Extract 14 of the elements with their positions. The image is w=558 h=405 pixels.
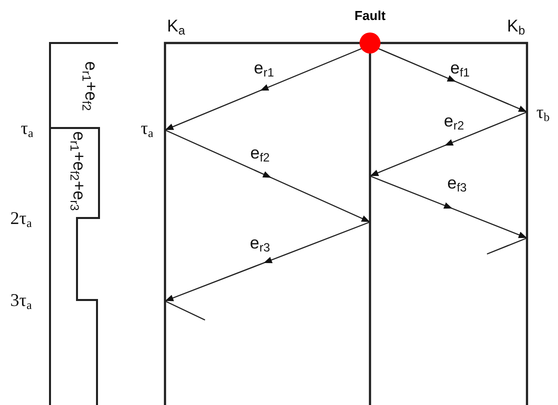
- wave-label: e$_{f1}$: [450, 60, 470, 78]
- wave-label: e$_{r1}$: [254, 60, 274, 78]
- line-end-label: K$_{a}$: [166, 18, 186, 36]
- time-label: τ$_{a}$: [20, 119, 34, 139]
- wave-label: e$_{f3}$: [447, 174, 467, 194]
- time-label: τ$_{a}$: [140, 119, 154, 139]
- fault-label: Fault: [354, 8, 386, 23]
- wave-label: e$_{r2}$: [444, 112, 464, 132]
- time-label: 3τ$_{a}$: [10, 291, 32, 311]
- line-end-label: K$_{b}$: [506, 18, 526, 36]
- wave-label: e$_{r3}$: [250, 234, 270, 254]
- wave-label: e$_{f2}$: [250, 144, 270, 164]
- time-label: τ$_{b}$: [536, 103, 550, 123]
- time-label: 2τ$_{a}$: [10, 209, 32, 229]
